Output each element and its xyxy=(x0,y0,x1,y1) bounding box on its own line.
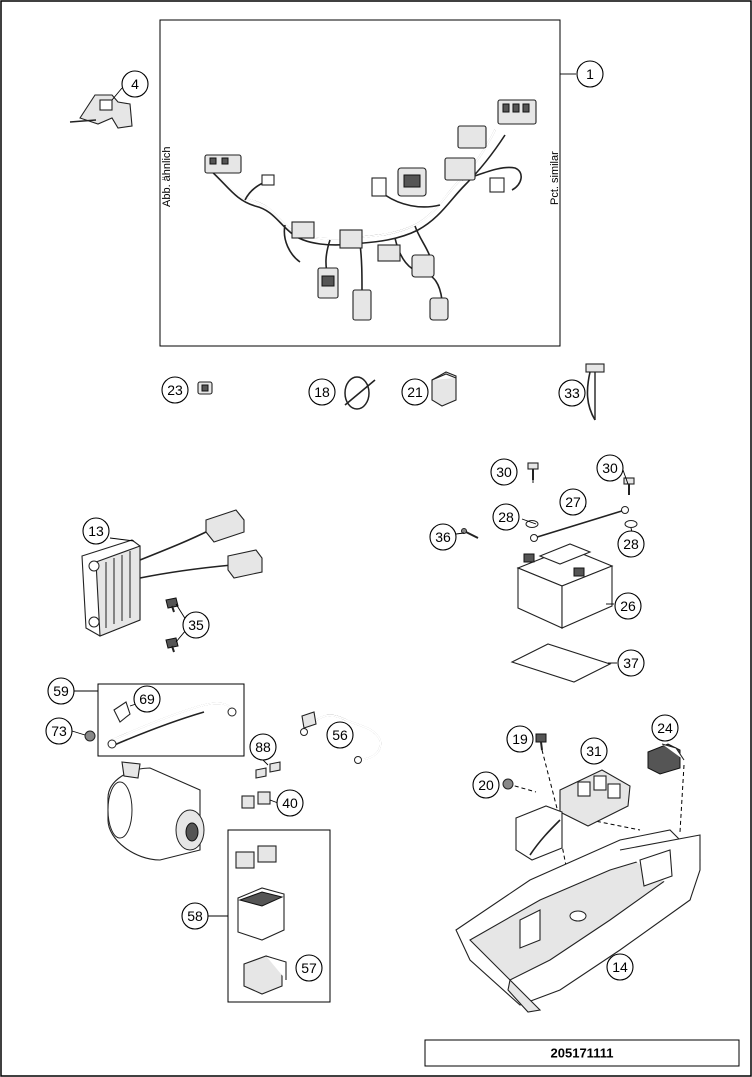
svg-text:88: 88 xyxy=(255,739,271,755)
svg-text:18: 18 xyxy=(314,384,330,400)
callout-13: 13 xyxy=(82,517,110,545)
similar-label-de: Abb. ähnlich xyxy=(161,146,173,207)
svg-text:35: 35 xyxy=(188,617,204,633)
svg-text:20: 20 xyxy=(478,777,494,793)
callout-57: 57 xyxy=(295,954,323,982)
callout-24: 24 xyxy=(651,714,679,742)
cable-tie-part-18 xyxy=(344,376,376,410)
svg-text:69: 69 xyxy=(139,691,155,707)
wiring-harness-frame xyxy=(159,19,561,347)
svg-text:27: 27 xyxy=(565,494,581,510)
svg-text:30: 30 xyxy=(496,464,512,480)
svg-text:59: 59 xyxy=(53,683,69,699)
callout-19: 19 xyxy=(506,725,534,753)
svg-text:31: 31 xyxy=(586,743,602,759)
connector-part-23 xyxy=(197,381,213,395)
callout-35: 35 xyxy=(182,611,210,639)
fuse-parts xyxy=(241,759,281,809)
cable-part-56 xyxy=(300,711,382,764)
callout-56: 56 xyxy=(326,721,354,749)
diagram-code: 205171111 xyxy=(551,1046,614,1061)
callout-59: 59 xyxy=(47,677,75,705)
callout-14: 14 xyxy=(606,953,634,981)
battery-holder-group xyxy=(455,733,701,1013)
similar-label-en: Pct. similar xyxy=(549,151,561,205)
callout-33: 33 xyxy=(558,379,586,407)
callout-28-left: 28 xyxy=(492,503,520,531)
svg-text:40: 40 xyxy=(282,795,298,811)
relay-group xyxy=(208,829,331,1003)
svg-text:14: 14 xyxy=(612,959,628,975)
bracket-part xyxy=(69,87,133,129)
callout-1: 1 xyxy=(576,60,604,88)
callout-27: 27 xyxy=(559,488,587,516)
regulator-group xyxy=(81,509,263,653)
pin-part-33 xyxy=(585,363,605,421)
svg-text:28: 28 xyxy=(623,536,639,552)
svg-text:30: 30 xyxy=(602,460,618,476)
svg-text:73: 73 xyxy=(51,723,67,739)
svg-text:23: 23 xyxy=(167,382,183,398)
callout-73: 73 xyxy=(45,717,73,745)
starter-motor xyxy=(107,761,205,861)
svg-text:37: 37 xyxy=(623,655,639,671)
svg-text:36: 36 xyxy=(435,529,451,545)
callout-30-left: 30 xyxy=(490,458,518,486)
diagram-code-box: 205171111 xyxy=(424,1039,740,1067)
callout-21: 21 xyxy=(401,378,429,406)
callout-37: 37 xyxy=(617,649,645,677)
svg-text:58: 58 xyxy=(187,908,203,924)
starter-cable-group xyxy=(71,683,245,757)
svg-text:57: 57 xyxy=(301,960,317,976)
svg-text:33: 33 xyxy=(564,385,580,401)
battery-group xyxy=(461,462,638,683)
callout-30-right: 30 xyxy=(596,454,624,482)
callout-20: 20 xyxy=(472,771,500,799)
callout-18: 18 xyxy=(308,378,336,406)
wiring-harness-drawing xyxy=(204,99,537,321)
svg-text:56: 56 xyxy=(332,727,348,743)
callout-69: 69 xyxy=(133,685,161,713)
callout-36: 36 xyxy=(429,523,457,551)
callout-58: 58 xyxy=(181,902,209,930)
wiring-harness-group: Abb. ähnlich Pct. similar xyxy=(159,19,576,347)
callout-88: 88 xyxy=(249,733,277,761)
callout-26: 26 xyxy=(614,592,642,620)
svg-text:4: 4 xyxy=(131,76,139,92)
cap-part-21 xyxy=(431,371,457,407)
svg-text:24: 24 xyxy=(657,720,673,736)
svg-text:1: 1 xyxy=(586,66,594,82)
callout-23: 23 xyxy=(161,376,189,404)
callout-28-right: 28 xyxy=(617,530,645,558)
svg-text:21: 21 xyxy=(407,384,423,400)
callout-40: 40 xyxy=(276,789,304,817)
callout-31: 31 xyxy=(580,737,608,765)
svg-text:26: 26 xyxy=(620,598,636,614)
svg-text:19: 19 xyxy=(512,731,528,747)
svg-text:13: 13 xyxy=(88,523,104,539)
callout-4: 4 xyxy=(121,70,149,98)
svg-text:28: 28 xyxy=(498,509,514,525)
